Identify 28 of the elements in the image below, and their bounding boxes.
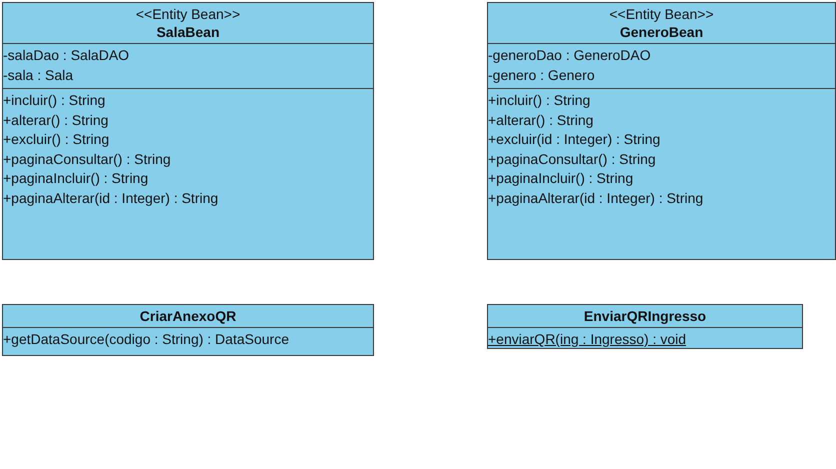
method-label: +incluir() : String [3,91,106,110]
class-name: SalaBean [156,23,220,41]
method-label: +paginaConsultar() : String [3,150,171,169]
method-label: +paginaIncluir() : String [3,169,148,188]
method-label: +paginaAlterar(id : Integer) : String [3,188,218,208]
class-name: GeneroBean [620,23,704,41]
stereotype-label: <<Entity Bean>> [136,5,240,23]
method-label: +alterar() : String [488,110,594,130]
class-box [487,304,803,349]
stereotype-label: <<Entity Bean>> [609,5,714,23]
class-name: EnviarQRIngresso [584,307,706,325]
attribute-label: -genero : Genero [488,66,595,85]
attribute-label: -salaDao : SalaDAO [3,46,130,65]
method-label: +alterar() : String [3,110,108,130]
method-label: +incluir() : String [488,91,590,110]
method-label: +getDataSource(codigo : String) : DataSource [3,330,289,349]
method-label: +excluir(id : Integer) : String [488,130,660,149]
method-label: +paginaIncluir() : String [488,169,634,188]
class-box [2,304,374,356]
method-label: +excluir() : String [3,130,110,149]
method-label: +enviarQR(ing : Ingresso) : void [488,330,686,349]
attribute-label: -generoDao : GeneroDAO [488,46,651,65]
method-label: +paginaAlterar(id : Integer) : String [488,188,704,208]
attribute-label: -sala : Sala [3,66,74,84]
class-name: CriarAnexoQR [140,307,236,325]
method-label: +paginaConsultar() : String [488,150,656,169]
class-box [2,2,374,260]
class-box [487,2,836,260]
